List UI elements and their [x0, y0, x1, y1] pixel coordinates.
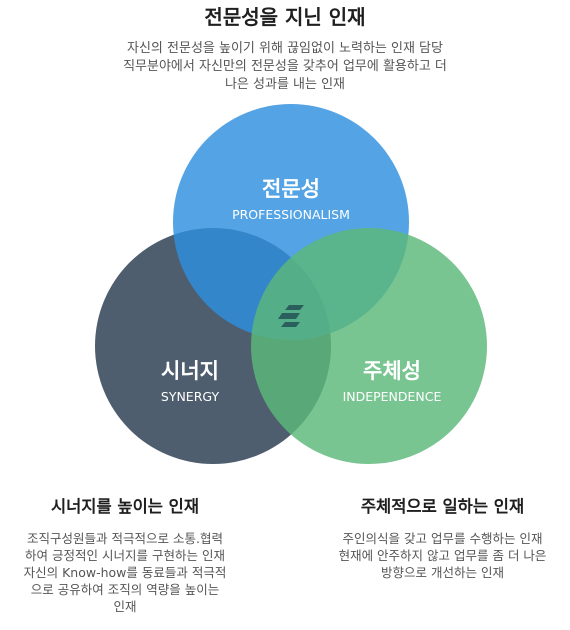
- description-line: 현재에 안주하지 않고 업무를 좀 더 나은: [338, 548, 547, 563]
- company-logo-icon: [278, 305, 304, 327]
- synergy-label-en: SYNERGY: [161, 389, 220, 404]
- description-line: 하여 긍정적인 시너지를 구현하는 인재: [25, 548, 225, 563]
- professionalism-section: 전문성을 지닌 인재 자신의 전문성을 높이기 위해 끊임없이 노력하는 인재 …: [0, 4, 570, 94]
- description-line: 자신의 Know-how를 동료들과 적극적: [23, 565, 227, 580]
- professionalism-title: 전문성을 지닌 인재: [204, 5, 366, 29]
- description-line: 나은 성과를 내는 인재: [224, 77, 346, 92]
- description-line: 자신의 전문성을 높이기 위해 끊임없이 노력하는 인재 담당: [127, 41, 443, 56]
- description-line: 인재: [113, 599, 137, 614]
- professionalism-description: 자신의 전문성을 높이기 위해 끊임없이 노력하는 인재 담당 직무분야에서 자…: [0, 40, 570, 94]
- independence-label-ko: 주체성: [363, 359, 421, 383]
- synergy-section: 시너지를 높이는 인재 조직구성원들과 적극적으로 소통.협력 하여 긍정적인 …: [0, 496, 250, 615]
- description-line: 방향으로 개선하는 인재: [381, 565, 504, 580]
- independence-label-en: INDEPENDENCE: [343, 389, 442, 404]
- synergy-description: 조직구성원들과 적극적으로 소통.협력 하여 긍정적인 시너지를 구현하는 인재…: [0, 530, 250, 615]
- description-line: 직무분야에서 자신만의 전문성을 갖추어 업무에 활용하고 더: [123, 59, 447, 74]
- independence-section: 주체적으로 일하는 인재 주인의식을 갖고 업무를 수행하는 인재 현재에 안주…: [315, 496, 570, 581]
- description-line: 주인의식을 갖고 업무를 수행하는 인재: [342, 531, 543, 546]
- synergy-title: 시너지를 높이는 인재: [50, 497, 200, 516]
- description-line: 으로 공유하여 조직의 역량을 높이는: [30, 582, 220, 597]
- professionalism-label-ko: 전문성: [262, 177, 320, 201]
- independence-title: 주체적으로 일하는 인재: [360, 497, 525, 516]
- description-line: 조직구성원들과 적극적으로 소통.협력: [27, 531, 223, 546]
- professionalism-label-en: PROFESSIONALISM: [232, 207, 350, 222]
- independence-description: 주인의식을 갖고 업무를 수행하는 인재 현재에 안주하지 않고 업무를 좀 더…: [315, 530, 570, 581]
- synergy-label-ko: 시너지: [161, 359, 219, 383]
- independence-circle: [251, 228, 487, 464]
